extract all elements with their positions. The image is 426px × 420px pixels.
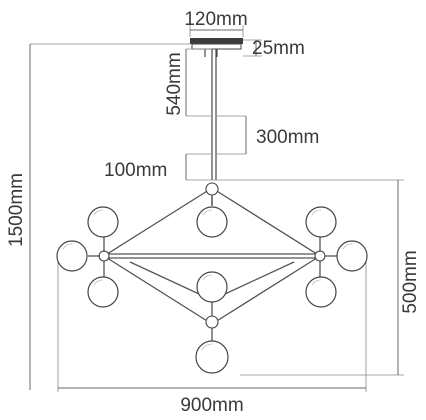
canopy-width-dimension: 120mm bbox=[184, 9, 248, 37]
bottom-joint bbox=[205, 315, 219, 329]
total-height-label: 1500mm bbox=[6, 173, 27, 247]
globe-bottom-center bbox=[195, 340, 229, 374]
rod-segment-3-dimension: 100mm bbox=[104, 153, 212, 181]
rod-segment-3-label: 100mm bbox=[104, 160, 167, 181]
canopy-height-dimension: 25mm bbox=[243, 38, 305, 59]
rod-segment-2-dimension: 300mm bbox=[216, 115, 319, 155]
body-height-dimension: 500mm bbox=[212, 179, 421, 376]
suspension-rod bbox=[211, 49, 217, 180]
canopy-width-label: 120mm bbox=[184, 9, 247, 30]
left-joint bbox=[98, 250, 110, 262]
rod-segment-1-label: 540mm bbox=[164, 52, 185, 115]
total-height-dimension: 1500mm bbox=[6, 43, 190, 390]
globe-top-center bbox=[196, 206, 228, 238]
globe-left-lower bbox=[87, 276, 119, 308]
glass-globes bbox=[56, 195, 368, 374]
rod-segment-1-dimension: 540mm bbox=[164, 48, 212, 117]
canopy-height-label: 25mm bbox=[252, 38, 305, 59]
globe-inner-center bbox=[196, 271, 228, 303]
top-joint bbox=[205, 182, 219, 196]
globe-right-outer bbox=[336, 240, 368, 272]
globe-right-lower bbox=[305, 276, 337, 308]
body-width-dimension: 900mm bbox=[57, 262, 367, 416]
globe-left-outer bbox=[56, 240, 88, 272]
rod-segment-2-label: 300mm bbox=[256, 127, 319, 148]
globe-left-upper bbox=[87, 206, 119, 238]
body-height-label: 500mm bbox=[400, 250, 421, 313]
right-joint bbox=[314, 250, 326, 262]
globe-right-upper bbox=[305, 206, 337, 238]
body-width-label: 900mm bbox=[180, 395, 243, 416]
